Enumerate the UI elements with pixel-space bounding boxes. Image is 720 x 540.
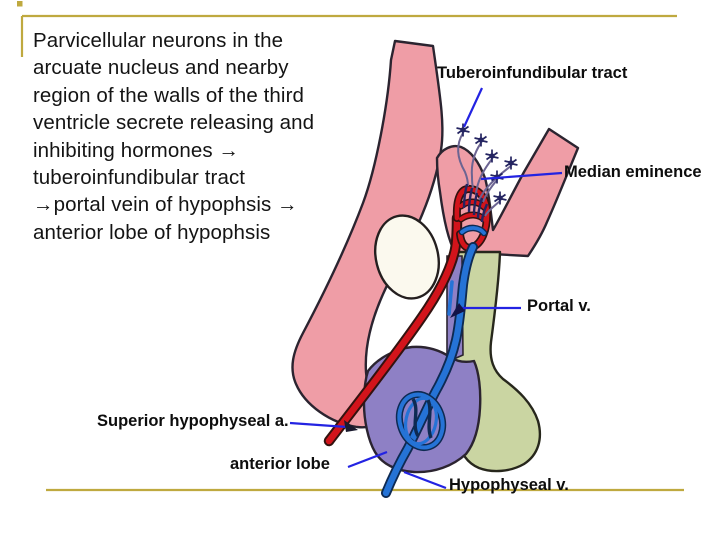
- portal-arrowhead: [450, 303, 465, 318]
- leader-superior-hypophyseal: [289, 421, 348, 429]
- label-portal-v: Portal v.: [527, 297, 591, 315]
- label-superior-hypophyseal-a: Superior hypophyseal a.: [97, 412, 289, 430]
- leader-anterior-lobe: [347, 450, 388, 469]
- neuron-cluster: [455, 122, 519, 223]
- leader-median-eminence: [480, 171, 563, 181]
- label-anterior-lobe: anterior lobe: [230, 455, 330, 473]
- leader-hypophyseal-v: [403, 470, 447, 490]
- label-median-eminence: Median eminence: [564, 163, 702, 181]
- leader-tuberoinfundibular: [463, 87, 483, 128]
- tract-fibers: [462, 183, 489, 223]
- sinusoid-capillary-ball: [395, 391, 447, 451]
- label-hypophyseal-v: Hypophyseal v.: [449, 476, 569, 494]
- superior-hypophyseal-artery: [323, 212, 463, 447]
- white-oval-structure: [374, 214, 440, 300]
- corner-mark: [17, 1, 23, 7]
- label-tuberoinfundibular-tract: Tuberoinfundibular tract: [437, 64, 628, 82]
- superior-arrowhead: [344, 420, 358, 432]
- portal-and-hypophyseal-vein: [381, 242, 478, 498]
- top-rule: [20, 14, 677, 57]
- intro-text: Parvicellular neurons in the arcuate nuc…: [33, 29, 315, 244]
